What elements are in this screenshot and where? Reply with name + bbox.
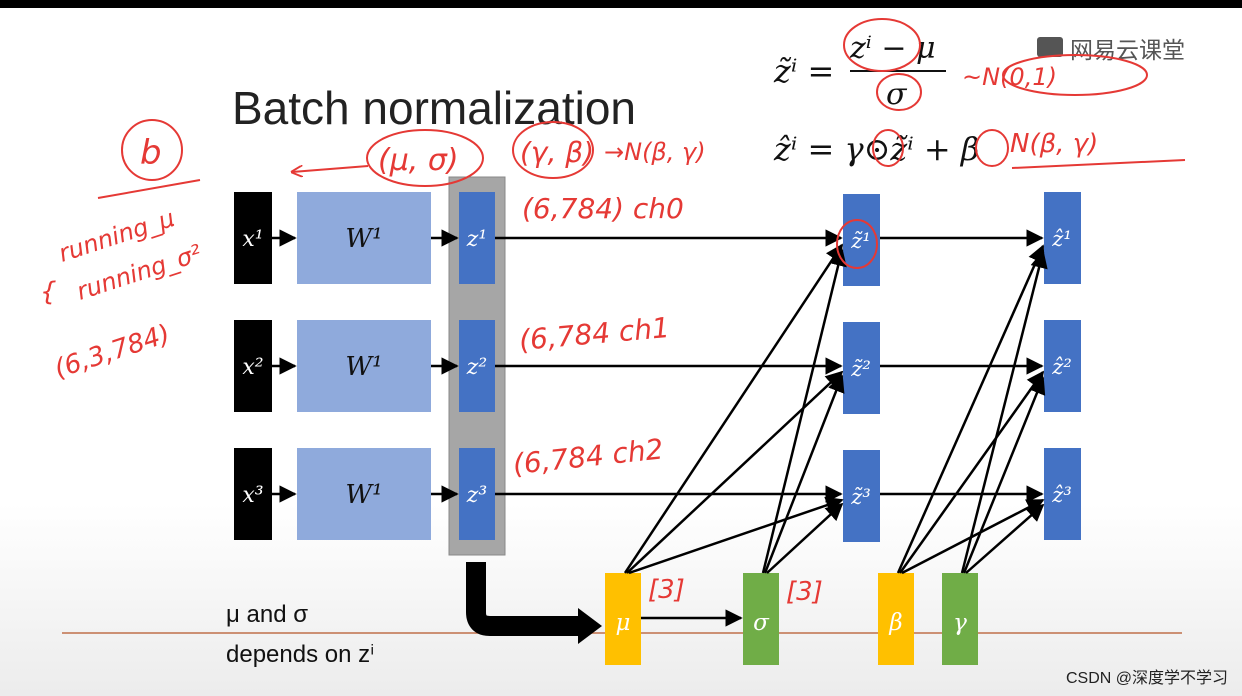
annotation-brace: { <box>40 277 57 307</box>
beta-label: β <box>888 610 902 636</box>
annotation-circle-gammabeta <box>512 121 594 179</box>
znorm-box-3 <box>843 450 880 542</box>
arrow-gamma-zhat3 <box>965 503 1045 574</box>
zhat-label-2: ẑ² <box>1051 355 1071 379</box>
annotation-circle-denominator <box>876 73 922 111</box>
z-label-1: z¹ <box>466 227 487 252</box>
annotation-gammabeta: (γ, β) <box>520 136 594 169</box>
z-box-2 <box>459 320 495 412</box>
input-box-2 <box>234 320 272 412</box>
znorm-box-2 <box>843 322 880 414</box>
annotation-musigma: (μ, σ) <box>378 143 459 178</box>
batch-to-mu-arrow <box>466 562 580 636</box>
z-label-3: z³ <box>466 483 487 508</box>
znorm-label-1: z̃¹ <box>850 229 870 253</box>
arrow-mu-znorm2 <box>626 370 844 574</box>
zhat-box-3 <box>1044 448 1081 540</box>
arrow-beta-zhat1 <box>896 244 1045 574</box>
sigma-box <box>743 573 779 665</box>
annotation-circle-znorm1 <box>836 219 878 269</box>
watermark-text: 网易云课堂 <box>1070 37 1185 63</box>
beta-box <box>878 573 914 665</box>
mu-box <box>605 573 641 665</box>
znorm-label-2: z̃² <box>850 357 870 381</box>
flow-arrows <box>272 229 1048 627</box>
arrow-mu-znorm1 <box>623 243 844 574</box>
zhat-box-1 <box>1044 192 1081 284</box>
sigma-label: σ <box>753 610 770 636</box>
weight-box-2 <box>297 320 431 412</box>
arrow-gamma-zhat1 <box>960 250 1048 574</box>
weight-label-3: W¹ <box>345 480 382 510</box>
annotation-normal-beta-gamma: N(β, γ) <box>1010 129 1098 159</box>
annotation-underline-b <box>97 179 201 199</box>
watermark: 网易云课堂 <box>1037 37 1185 63</box>
input-label-2: x² <box>242 355 263 380</box>
annotation-circle-numerator <box>843 18 921 72</box>
weight-label-1: W¹ <box>345 224 382 254</box>
zhat-label-3: ẑ³ <box>1051 483 1071 507</box>
formula-normalize: z̃ⁱ = zⁱ − μ σ <box>773 31 946 112</box>
formula-lhs: z̃ⁱ = <box>773 52 834 90</box>
gamma-label: γ <box>953 610 967 636</box>
zhat-box-2 <box>1044 320 1081 412</box>
arrow-sigma-znorm3 <box>766 502 844 574</box>
arrow-sigma-znorm1 <box>761 248 847 574</box>
handwritten-annotations: b (μ, σ) (γ, β) →N(β, γ) ~N(0,1) N(β, γ)… <box>40 18 1186 607</box>
z-box-3 <box>459 448 495 540</box>
zhat-label-1: ẑ¹ <box>1051 227 1071 251</box>
znorm-label-3: z̃³ <box>850 485 870 509</box>
annotation-dim-mu: [3] <box>648 575 685 605</box>
z-label-2: z² <box>466 355 487 380</box>
weight-label-2: W¹ <box>345 352 382 382</box>
arrow-mu-znorm3 <box>628 496 844 575</box>
input-label-3: x³ <box>242 483 263 508</box>
annotation-normal01: ~N(0,1) <box>962 63 1057 91</box>
annotation-underline-normal <box>1011 159 1186 169</box>
formula-denominator: σ <box>886 77 908 112</box>
formula-numerator: zⁱ − μ <box>849 31 936 66</box>
arrow-beta-zhat2 <box>898 370 1045 574</box>
annotation-circle-normal01 <box>1002 54 1148 96</box>
z-box-1 <box>459 192 495 284</box>
annotation-circle-musigma <box>366 129 484 187</box>
batch-to-mu-arrowhead <box>578 608 602 644</box>
annotation-circle-beta <box>975 129 1009 167</box>
caption-line-2: depends on zⁱ <box>226 641 374 668</box>
input-box-1 <box>234 192 272 284</box>
znorm-box-1 <box>843 194 880 286</box>
watermark-logo-icon <box>1037 37 1063 57</box>
annotation-to-normal: →N(β, γ) <box>604 138 706 166</box>
annotation-circle-gamma <box>872 129 904 167</box>
mu-label: μ <box>616 610 631 636</box>
annotation-circle-b <box>121 119 183 181</box>
footer-credit: CSDN @深度学不学习 <box>1066 669 1228 687</box>
slide-title: Batch normalization <box>232 82 636 134</box>
arrow-gamma-zhat2 <box>962 376 1046 574</box>
annotation-b: b <box>140 133 162 173</box>
caption-line-1: μ and σ <box>226 601 308 628</box>
annotation-shape-ch0: (6,784) ch0 <box>522 192 684 225</box>
annotation-dim-sigma: [3] <box>786 577 823 607</box>
input-box-3 <box>234 448 272 540</box>
input-label-1: x¹ <box>242 227 263 252</box>
arrow-sigma-znorm2 <box>763 374 845 574</box>
arrow-beta-zhat3 <box>901 498 1045 575</box>
weight-box-3 <box>297 448 431 540</box>
gamma-box <box>942 573 978 665</box>
weight-box-1 <box>297 192 431 284</box>
annotation-arrow-left <box>292 165 369 172</box>
